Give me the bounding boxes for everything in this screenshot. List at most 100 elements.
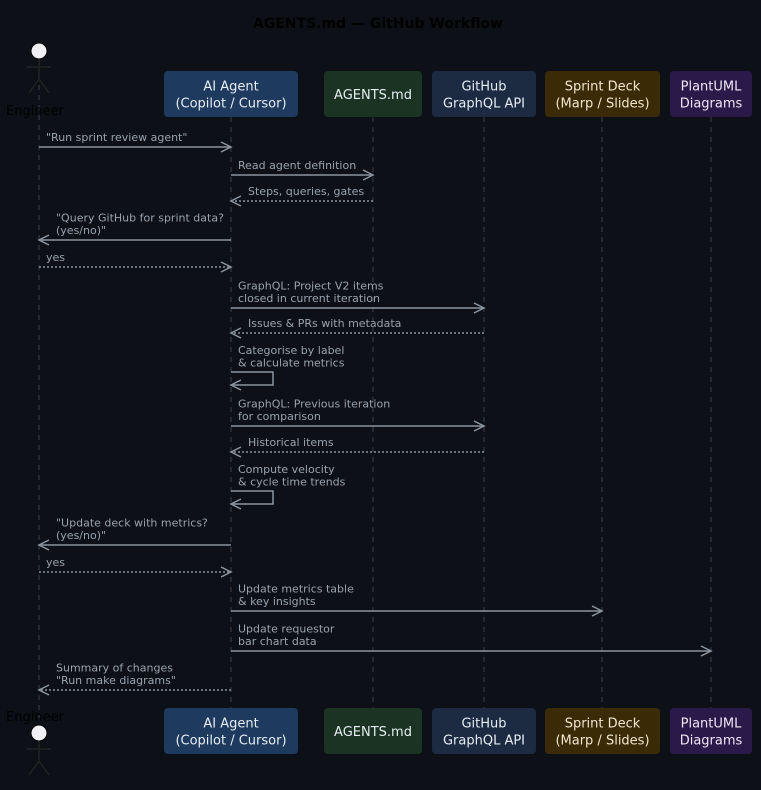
message: Update metrics table& key insights <box>231 583 604 617</box>
actor-label: Engineer <box>6 710 65 725</box>
message-label: & calculate metrics <box>238 357 345 370</box>
message-label: Update metrics table <box>238 583 354 596</box>
message: "Query GitHub for sprint data?(yes/no)" <box>37 212 231 246</box>
participant-label: GraphQL API <box>443 734 525 749</box>
arrowhead <box>229 327 242 339</box>
message: Categorise by label& calculate metrics <box>229 344 345 391</box>
message-label: Summary of changes <box>56 662 173 675</box>
message-label: "Update deck with metrics? <box>56 517 208 530</box>
message-label: for comparison <box>238 410 321 423</box>
self-call-line <box>231 490 274 505</box>
participant-label: Sprint Deck <box>565 717 641 732</box>
message-label: Compute velocity <box>238 463 335 476</box>
actor-engineer-top: Engineer <box>6 42 65 119</box>
arrowhead <box>220 566 233 578</box>
message: yes <box>39 251 233 273</box>
message-label: (yes/no)" <box>56 529 106 542</box>
message-label: (yes/no)" <box>56 224 106 237</box>
message-label: "Run make diagrams" <box>56 674 176 687</box>
participant-plantuml-top: PlantUML Diagrams <box>670 71 752 117</box>
person-icon <box>27 724 51 776</box>
message-label: "Run sprint review agent" <box>46 131 187 144</box>
person-icon <box>27 42 51 94</box>
arrowhead <box>229 446 242 458</box>
message-label: Categorise by label <box>238 344 344 357</box>
lifelines <box>38 65 712 718</box>
participant-plantuml-bottom: PlantUML Diagrams <box>670 708 752 754</box>
arrowhead <box>362 169 375 181</box>
participant-deck-bottom: Sprint Deck (Marp / Slides) <box>545 708 660 754</box>
participant-box <box>670 71 752 117</box>
participant-deck-top: Sprint Deck (Marp / Slides) <box>545 71 660 117</box>
arrowhead <box>700 645 713 657</box>
arrowhead <box>591 605 604 617</box>
participant-box <box>324 71 422 117</box>
arrowhead <box>229 379 242 391</box>
participant-agent-top: AI Agent (Copilot / Cursor) <box>164 71 298 117</box>
message-label: Issues & PRs with metadata <box>248 317 401 330</box>
participant-box <box>432 71 536 117</box>
message-label: GraphQL: Project V2 items <box>238 280 384 293</box>
participant-label: GitHub <box>461 717 506 732</box>
participant-agents_md-bottom: AGENTS.md <box>324 708 422 754</box>
participant-label: Sprint Deck <box>565 80 641 95</box>
participant-agent-bottom: AI Agent (Copilot / Cursor) <box>164 708 298 754</box>
message-list: "Run sprint review agent" Read agent defi… <box>37 131 713 696</box>
participant-box <box>670 708 752 754</box>
message: yes <box>39 556 233 578</box>
participant-label: AI Agent <box>203 80 258 95</box>
arrowhead <box>37 684 50 696</box>
message-label: Historical items <box>248 436 334 449</box>
message-label: "Query GitHub for sprint data? <box>56 212 224 225</box>
participant-label: PlantUML <box>681 717 742 732</box>
arrowhead <box>473 420 486 432</box>
message: Read agent definition <box>231 159 375 181</box>
participant-label: Diagrams <box>680 734 743 749</box>
participant-label: PlantUML <box>681 80 742 95</box>
participant-box <box>432 708 536 754</box>
message: Historical items <box>229 436 484 458</box>
message: Summary of changes"Run make diagrams" <box>37 662 231 696</box>
participant-box <box>164 708 298 754</box>
diagram-title: AGENTS.md — GitHub Workflow <box>253 16 503 32</box>
participant-label: GitHub <box>461 80 506 95</box>
message-label: GraphQL: Previous iteration <box>238 398 390 411</box>
participant-label: AGENTS.md <box>334 88 412 103</box>
arrowhead <box>473 302 486 314</box>
participant-label: GraphQL API <box>443 97 525 112</box>
participant-label: AI Agent <box>203 717 258 732</box>
participant-footer-row: Engineer AI Agent (Copilot / Cursor) AGENTS… <box>6 708 752 776</box>
arrowhead <box>229 498 242 510</box>
participant-label: Diagrams <box>680 97 743 112</box>
message-label: closed in current iteration <box>238 292 380 305</box>
message-label: bar chart data <box>238 635 317 648</box>
participant-label: (Copilot / Cursor) <box>175 734 286 749</box>
participant-label: AGENTS.md <box>334 725 412 740</box>
arrowhead <box>220 141 233 153</box>
message: "Run sprint review agent" <box>39 131 233 153</box>
message-label: Read agent definition <box>238 159 356 172</box>
participant-label: (Marp / Slides) <box>555 97 649 112</box>
message-label: Update requestor <box>238 623 335 636</box>
participant-agents_md-top: AGENTS.md <box>324 71 422 117</box>
arrowhead <box>37 234 50 246</box>
self-call-line <box>231 371 274 386</box>
message: Issues & PRs with metadata <box>229 317 484 339</box>
message-label: & key insights <box>238 595 316 608</box>
participant-box <box>324 708 422 754</box>
message: Compute velocity& cycle time trends <box>229 463 346 510</box>
arrowhead <box>220 261 233 273</box>
participant-label: (Marp / Slides) <box>555 734 649 749</box>
message: Steps, queries, gates <box>229 185 373 207</box>
participant-box <box>545 708 660 754</box>
participant-label: (Copilot / Cursor) <box>175 97 286 112</box>
message-label: Steps, queries, gates <box>248 185 364 198</box>
message-label: & cycle time trends <box>238 476 346 489</box>
arrowhead <box>37 539 50 551</box>
